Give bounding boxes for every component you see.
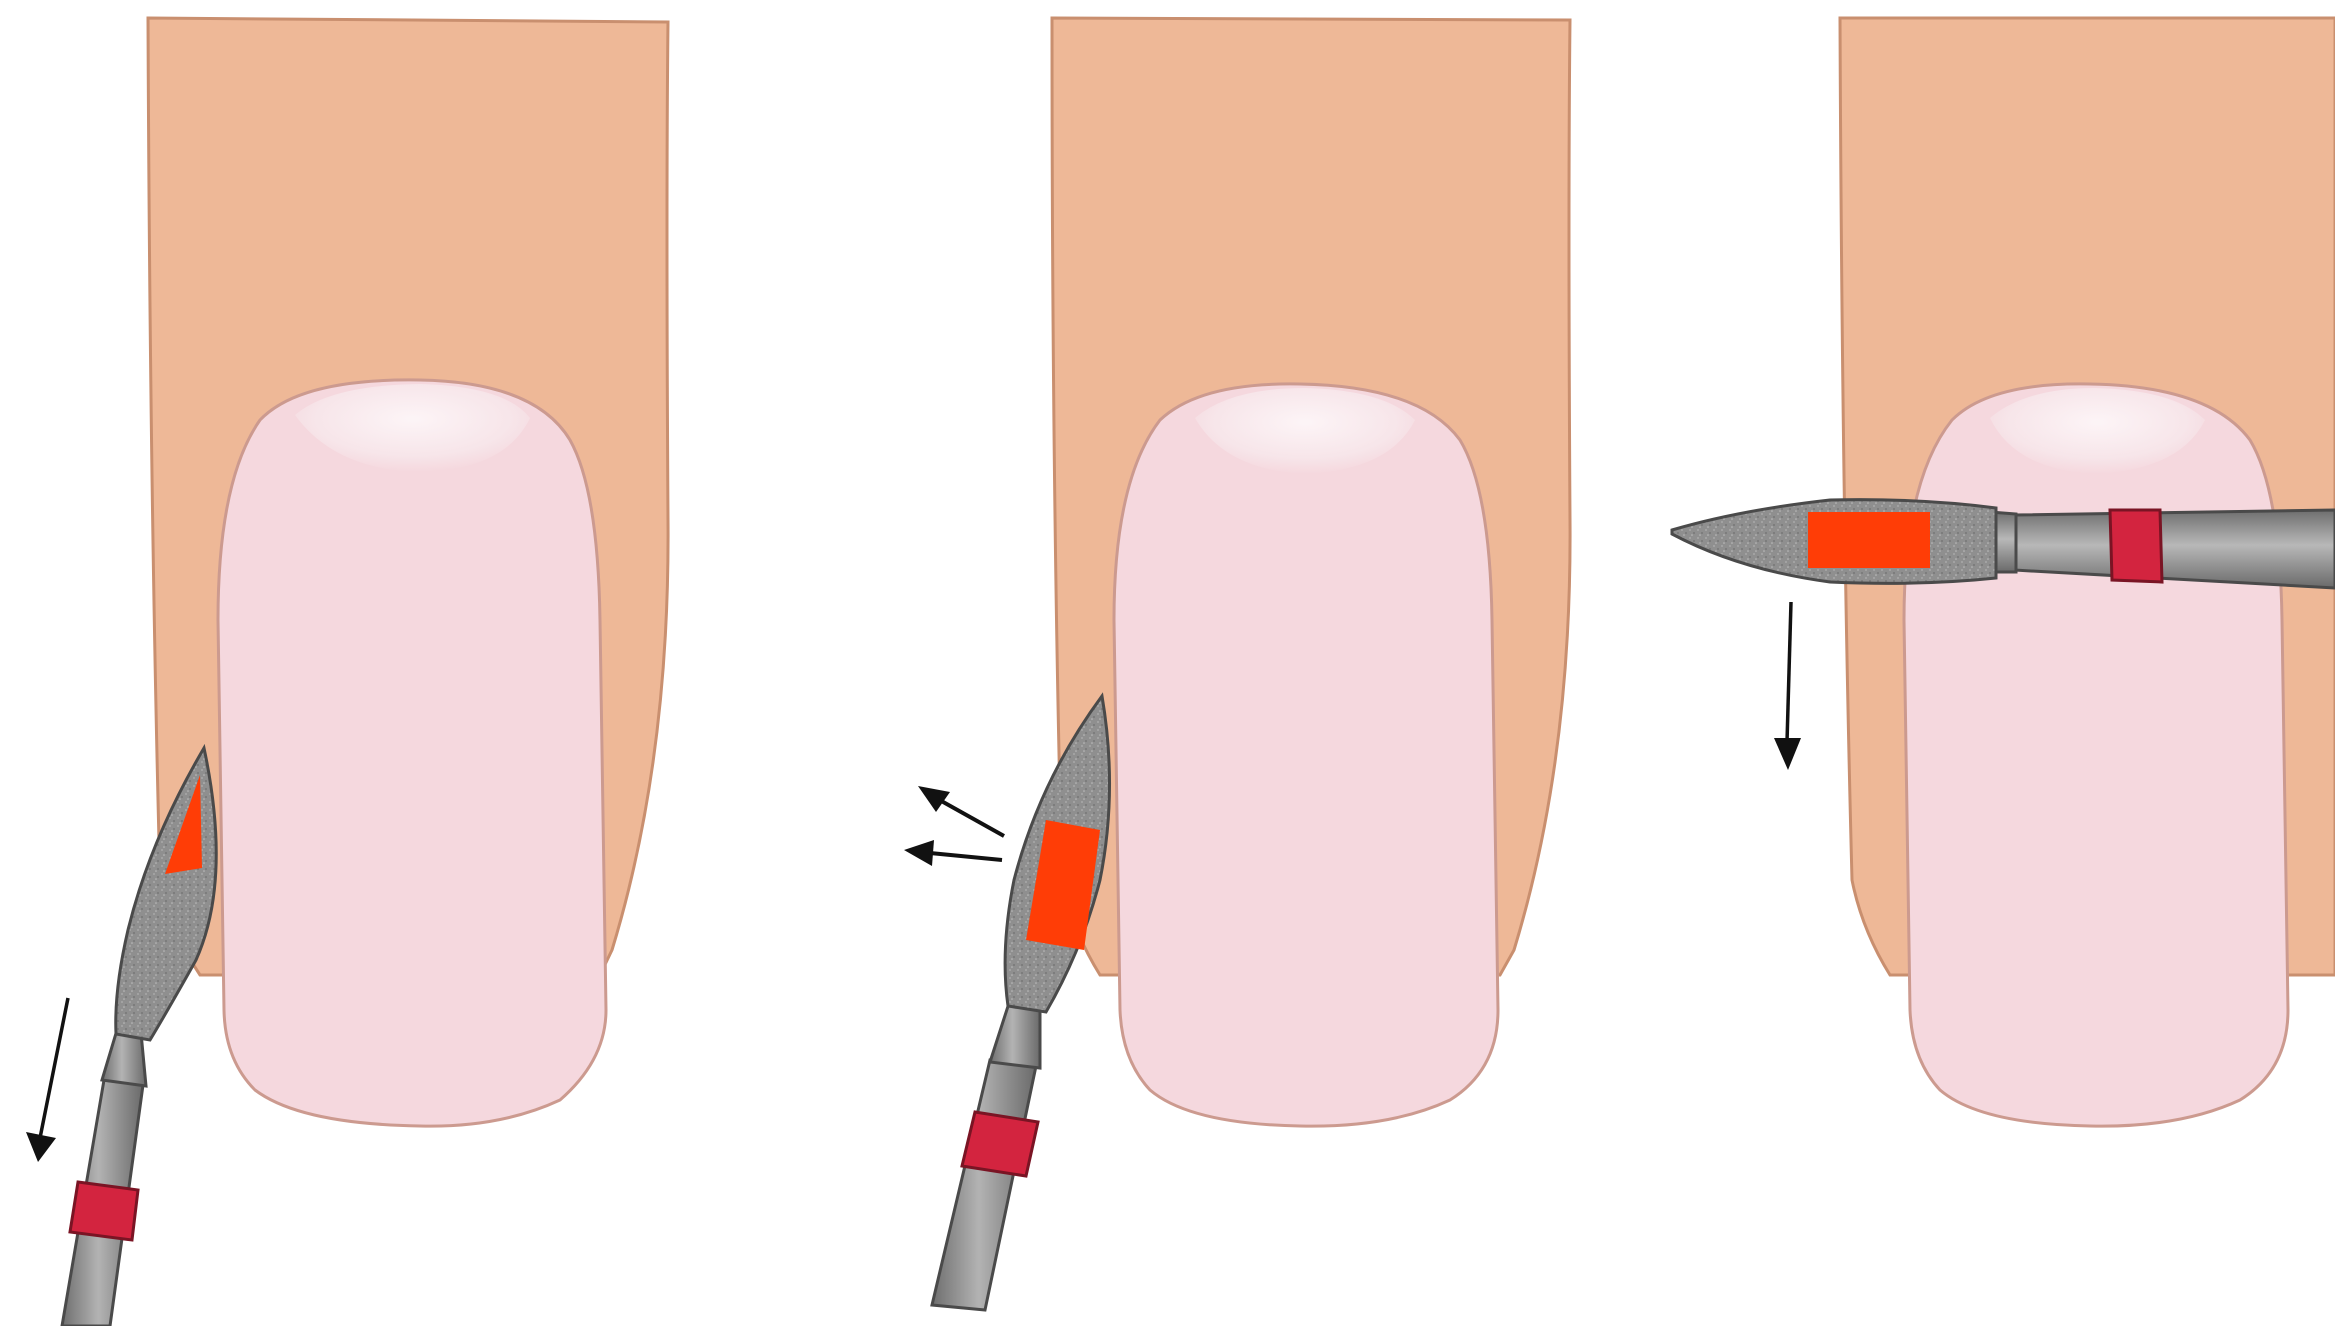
panel-step-2: [904, 18, 1570, 1310]
arrow-head-2b: [904, 840, 934, 866]
nail-plate-3: [1904, 384, 2288, 1126]
band-red-2: [962, 1112, 1038, 1176]
band-red-1: [70, 1182, 138, 1240]
nail-plate-2: [1114, 384, 1498, 1126]
shank-2: [932, 1060, 1036, 1310]
drill-bit-1: [62, 748, 216, 1326]
arrows-2: [904, 786, 1004, 866]
arrow-1: [26, 998, 68, 1162]
contact-zone-3: [1808, 512, 1930, 568]
nail-plate-1: [218, 380, 606, 1126]
panel-step-3: [1672, 18, 2335, 1126]
panel-step-1: [26, 18, 668, 1326]
arrow-3: [1774, 602, 1801, 770]
drill-bit-2: [932, 696, 1110, 1310]
arrow-head-2a: [918, 786, 950, 812]
band-red-3: [2110, 510, 2162, 582]
